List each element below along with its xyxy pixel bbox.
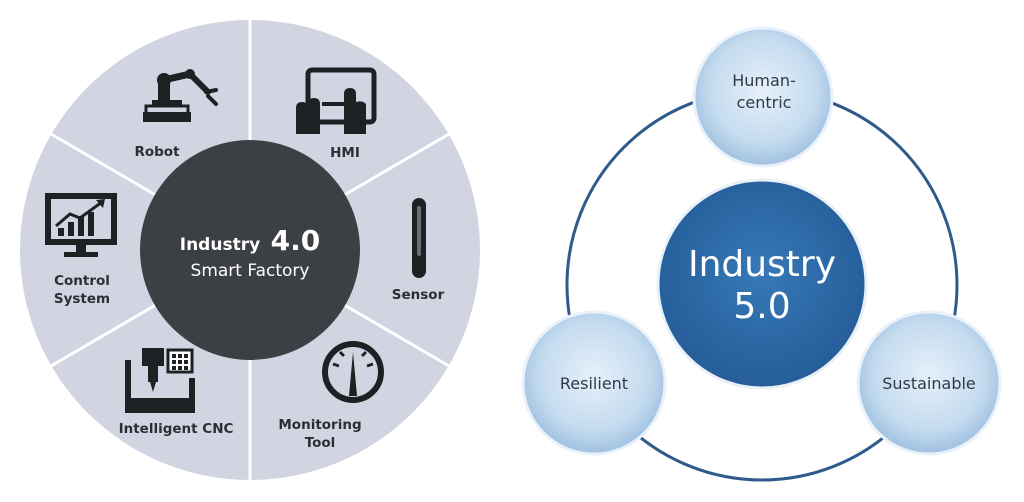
industry4-center-circle: [140, 140, 360, 360]
node-resilient-label: Resilient: [560, 374, 628, 393]
industry5-diagram: Industry 5.0 Human- centric Resilient Su…: [521, 26, 1002, 482]
node-human-centric-line2: centric: [737, 93, 792, 112]
industry5-center-line1: Industry: [688, 244, 836, 285]
gauge-icon: [322, 341, 384, 403]
node-sustainable-label: Sustainable: [882, 374, 976, 393]
node-sustainable: Sustainable: [856, 310, 1002, 456]
node-human-centric-line1: Human-: [732, 71, 795, 90]
node-resilient: Resilient: [521, 310, 667, 456]
segment-label-robot: Robot: [134, 144, 180, 160]
segment-intelligent-cnc: Intelligent CNC: [119, 348, 234, 437]
segment-control-system: Control System: [45, 193, 117, 307]
robot-arm-icon: [143, 69, 218, 122]
touchscreen-hmi-icon: [296, 67, 377, 134]
node-human-centric: Human- centric: [692, 26, 834, 168]
segment-label-cnc: Intelligent CNC: [119, 421, 234, 437]
segment-sensor: Sensor: [392, 198, 445, 303]
thermometer-sensor-icon: [412, 198, 426, 278]
segment-label-sensor: Sensor: [392, 287, 445, 303]
segment-label-monitoring: Monitoring: [278, 417, 361, 433]
segment-hmi: HMI: [296, 67, 377, 161]
cnc-machine-icon: [125, 348, 195, 413]
center-title: Industry 4.0: [180, 224, 320, 257]
industry4-wheel: Industry 4.0 Smart Factory Robot: [20, 18, 480, 482]
industry5-center-circle: [656, 178, 868, 390]
center-subtitle: Smart Factory: [191, 261, 310, 281]
segment-robot: Robot: [134, 69, 218, 160]
center-version: 4.0: [271, 224, 321, 257]
segment-label-tool: Tool: [305, 435, 336, 451]
monitor-chart-icon: [45, 193, 117, 257]
industry5-center-line2: 5.0: [733, 286, 790, 327]
segment-label-control: Control: [54, 273, 110, 289]
segment-dividers: [50, 18, 450, 482]
center-industry-word: Industry: [180, 235, 260, 255]
segment-monitoring-tool: Monitoring Tool: [278, 341, 384, 451]
segment-label-hmi: HMI: [330, 145, 360, 161]
segment-label-system: System: [54, 291, 110, 307]
